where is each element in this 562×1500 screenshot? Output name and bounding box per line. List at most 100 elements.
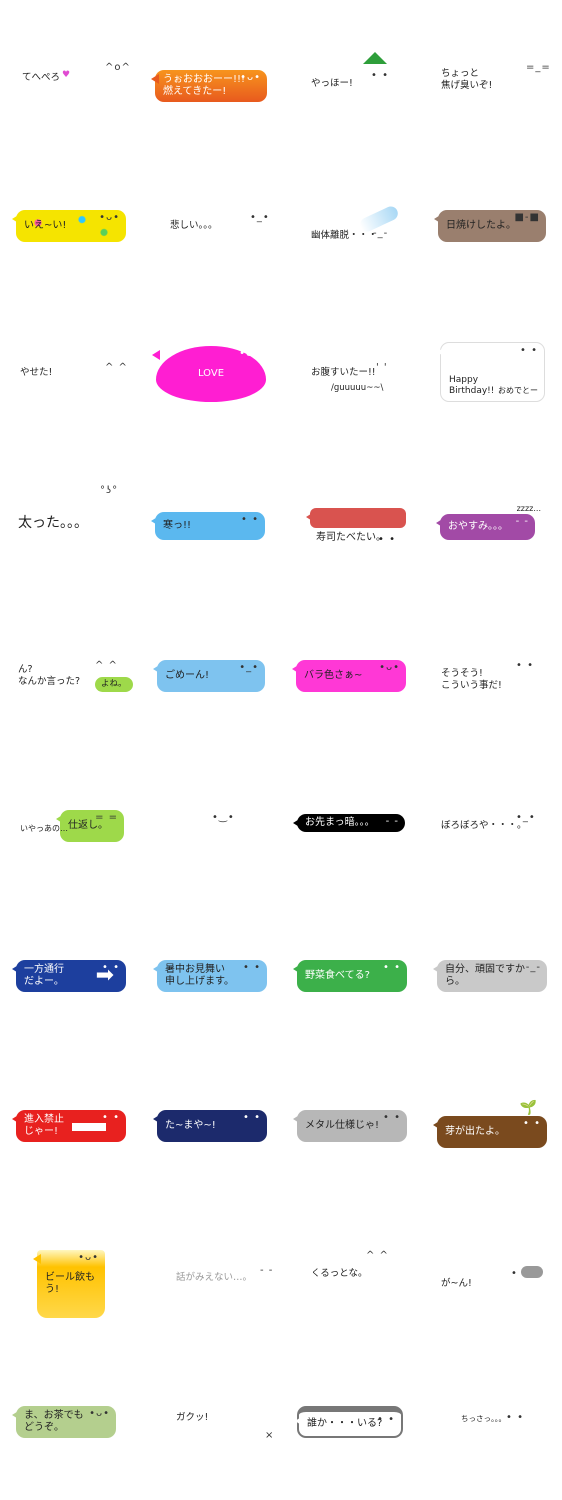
sticker-text: ちょっと 焦げ臭いぞ!	[441, 68, 493, 91]
sticker-text: 暑中お見舞い 申し上げます。	[165, 964, 234, 987]
sticker-text: 一方通行 だよー。	[24, 964, 64, 987]
plain-text-sticker: ガクッ!	[176, 1412, 208, 1424]
sticker-27[interactable]: 野菜食べてる?• •	[281, 864, 421, 1014]
speech-bubble: 寿司たべたい。• •	[306, 508, 406, 545]
sticker-26[interactable]: 暑中お見舞い 申し上げます。• •	[140, 864, 280, 1014]
cloud-icon	[521, 1266, 543, 1278]
sticker-38[interactable]: ガクッ! ×	[140, 1296, 280, 1446]
face-icon: • •	[511, 1268, 529, 1279]
plain-text-sticker: 悲しい。。。	[170, 220, 218, 232]
sticker-2[interactable]: うぉおおおーー!!! 燃えてきたー!•ᴗ•	[140, 0, 280, 150]
face-icon: •‿•	[212, 812, 235, 823]
sticker-subtext: /guuuuu~~\	[331, 383, 384, 393]
sticker-32[interactable]: 芽が出たよ。• •🌱	[421, 1008, 561, 1158]
plain-text-sticker: ぼろぼろや・・・。	[441, 820, 527, 832]
sticker-text: ちっさっ。。。	[461, 1414, 506, 1423]
sticker-3[interactable]: やっほー!• •	[281, 0, 421, 150]
no-entry-bar-icon	[72, 1123, 106, 1131]
speech-bubble: 寒っ!!• •	[151, 512, 265, 540]
sticker-14[interactable]: 寒っ!!• •	[140, 432, 280, 582]
face-icon: =_=	[526, 62, 551, 73]
plain-text-sticker: お腹すいたー!!	[311, 367, 376, 379]
sticker-15[interactable]: 寿司たべたい。• •	[281, 432, 421, 582]
sticker-39[interactable]: 誰か・・・いる?• •	[281, 1296, 421, 1446]
sticker-36[interactable]: が~ん! • •	[421, 1152, 561, 1302]
sticker-25[interactable]: 一方通行 だよー。• •➡	[0, 864, 140, 1014]
sticker-28[interactable]: 自分、頑固ですから。-_-	[421, 864, 561, 1014]
face-icon: • •	[520, 345, 538, 356]
speech-bubble: 日焼けしたよ。■-■	[434, 210, 546, 242]
sticker-22[interactable]: •‿•	[140, 720, 280, 870]
sticker-text: 芽が出たよ。	[445, 1126, 505, 1137]
sticker-37[interactable]: ま、お茶でも どうぞ。•ᴗ•	[0, 1296, 140, 1446]
sticker-23[interactable]: お先まっ暗。。。- -	[281, 720, 421, 870]
face-icon: •ᴗ•	[239, 348, 260, 359]
sticker-1[interactable]: てへぺろ^o^♥	[0, 0, 140, 150]
sticker-24[interactable]: ぼろぼろや・・・。•_•	[421, 720, 561, 870]
sticker-31[interactable]: メタル仕様じゃ!• •	[281, 1008, 421, 1158]
sticker-text: やせた!	[20, 367, 53, 378]
speech-bubble: おやすみ。。。- -zzzz...	[436, 504, 541, 540]
plain-text-sticker: が~ん!	[441, 1278, 472, 1290]
face-icon: ^ ^	[105, 362, 128, 373]
sticker-13[interactable]: 太った。。。 °ʖ°	[0, 432, 140, 582]
sticker-11[interactable]: お腹すいたー!!' '/guuuuu~~\	[281, 288, 421, 438]
sticker-17[interactable]: ん? なんか言った?^ ^よね。	[0, 576, 140, 726]
sticker-10[interactable]: LOVE•ᴗ•	[140, 288, 280, 438]
sticker-7[interactable]: 幽体離脱・・・-_-	[281, 144, 421, 294]
sticker-text: ごめーん!	[165, 670, 210, 681]
speech-bubble: いえ~い!•ᴗ•	[12, 210, 126, 242]
face-icon: •_•	[239, 662, 259, 673]
plain-text-sticker: 話がみえない…。	[176, 1272, 252, 1284]
face-icon: • •	[523, 1118, 541, 1129]
face-icon: °ʖ°	[100, 485, 119, 496]
plain-text-sticker: くるっとな。	[311, 1268, 368, 1280]
sticker-18[interactable]: ごめーん! •_•	[140, 576, 280, 726]
speech-bubble: バラ色さぁ~•ᴗ•	[292, 660, 406, 692]
sticker-text: いえ~い!	[24, 220, 67, 231]
face-icon: - -	[385, 816, 399, 827]
sticker-30[interactable]: た~まや~!• •	[140, 1008, 280, 1158]
sticker-12[interactable]: Happy Birthday!!• •おめでとー	[421, 288, 561, 438]
sticker-text: 進入禁止 じゃー!	[24, 1114, 64, 1137]
sticker-text: 仕返し。	[68, 820, 108, 831]
plain-text-sticker: てへぺろ	[22, 72, 60, 84]
sticker-16[interactable]: おやすみ。。。- -zzzz...	[421, 432, 561, 582]
sticker-6[interactable]: 悲しい。。。•_•	[140, 144, 280, 294]
speech-bubble: 仕返し。= =いやっあの…	[20, 810, 124, 842]
sticker-20[interactable]: そうそう! こういう事だ!• •	[421, 576, 561, 726]
sticker-21[interactable]: 仕返し。= =いやっあの…	[0, 720, 140, 870]
sticker-text: 誰か・・・いる?	[307, 1418, 383, 1429]
sticker-19[interactable]: バラ色さぁ~•ᴗ•	[281, 576, 421, 726]
sticker-text: 話がみえない…。	[176, 1272, 253, 1283]
sticker-34[interactable]: 話がみえない…。- -	[140, 1152, 280, 1302]
sticker-40[interactable]: ちっさっ。。。• •	[421, 1296, 561, 1446]
face-icon: •ᴗ•	[78, 1252, 99, 1263]
plain-text-sticker: 太った。。。	[18, 515, 88, 533]
face-icon: ^ ^	[366, 1250, 389, 1261]
sticker-text: てへぺろ	[22, 72, 61, 83]
sticker-29[interactable]: 進入禁止 じゃー!• •	[0, 1008, 140, 1158]
sticker-5[interactable]: いえ~い!•ᴗ•	[0, 144, 140, 294]
speech-bubble: LOVE•ᴗ•	[152, 346, 266, 402]
face-icon: • •	[378, 534, 396, 545]
plain-text-sticker: ちょっと 焦げ臭いぞ!	[441, 68, 492, 92]
sticker-text: お腹すいたー!!	[311, 367, 376, 378]
sticker-text: 太った。。。	[18, 515, 88, 531]
sticker-4[interactable]: ちょっと 焦げ臭いぞ! =_=	[421, 0, 561, 150]
sticker-text: ガクッ!	[176, 1412, 209, 1423]
speech-bubble: 進入禁止 じゃー!• •	[12, 1110, 126, 1142]
sticker-text: 自分、頑固ですから。	[445, 964, 525, 987]
plain-text-sticker: ちっさっ。。。	[461, 1414, 506, 1423]
sticker-text: メタル仕様じゃ!	[305, 1120, 380, 1131]
face-icon: -_-	[373, 228, 389, 239]
sticker-33[interactable]: ビール飲もう!•ᴗ•	[0, 1152, 140, 1318]
sticker-9[interactable]: やせた! ^ ^	[0, 288, 140, 438]
sticker-subtext: zzzz...	[516, 504, 541, 513]
face-icon: ■-■	[514, 212, 540, 223]
sticker-8[interactable]: 日焼けしたよ。■-■	[421, 144, 561, 294]
sticker-text: 寒っ!!	[163, 520, 192, 531]
sticker-35[interactable]: くるっとな。 ^ ^	[281, 1152, 421, 1302]
face-icon: ×	[265, 1430, 275, 1441]
face-icon: - -	[515, 516, 529, 527]
